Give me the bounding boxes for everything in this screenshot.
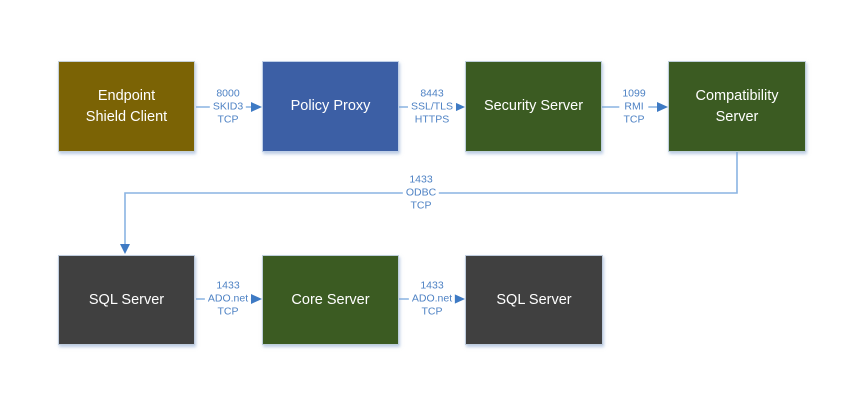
node-security-server: Security Server xyxy=(465,61,602,152)
node-label: SQL Server xyxy=(88,291,165,308)
connection-label-client-proxy: 8000 SKID3 TCP xyxy=(209,87,247,127)
connection-label-security-compat: 1099 RMI TCP xyxy=(619,87,649,127)
node-label: Security Server xyxy=(483,98,584,115)
node-label: SQL Server xyxy=(496,291,572,308)
connection-protocol: ADO.net xyxy=(411,292,453,305)
node-label: Policy Proxy xyxy=(290,98,371,115)
connection-transport: TCP xyxy=(217,305,239,318)
connection-port: 1433 xyxy=(409,173,433,186)
arrowhead-right-icon xyxy=(454,102,465,112)
connection-label-compat-sql1: 1433 ODBC TCP xyxy=(402,173,440,213)
connection-protocol: RMI xyxy=(624,100,644,113)
arrowhead-right-icon xyxy=(454,294,465,304)
connection-transport: HTTPS xyxy=(414,113,450,126)
connection-port: 8000 xyxy=(216,87,240,100)
connection-transport: TCP xyxy=(217,113,239,126)
arrowhead-right-icon xyxy=(251,102,262,112)
node-sql-server-1: SQL Server xyxy=(58,255,195,345)
arrowhead-right-icon xyxy=(657,102,668,112)
node-label: Core Server xyxy=(291,291,370,308)
connection-transport: TCP xyxy=(410,199,432,212)
connection-label-sql1-core: 1433 ADO.net TCP xyxy=(204,279,252,319)
node-sql-server-2: SQL Server xyxy=(465,255,603,345)
connection-port: 1099 xyxy=(622,87,646,100)
connection-protocol: ADO.net xyxy=(207,292,249,305)
node-label: Endpoint Shield Client xyxy=(85,88,168,125)
node-core-server: Core Server xyxy=(262,255,399,345)
connection-port: 1433 xyxy=(420,279,444,292)
node-compatibility-server: Compatibility Server xyxy=(668,61,806,152)
arrowhead-down-icon xyxy=(120,244,130,254)
node-label: Compatibility Server xyxy=(695,88,779,125)
connection-port: 1433 xyxy=(216,279,240,292)
connection-protocol: SSL/TLS xyxy=(410,100,454,113)
connection-protocol: ODBC xyxy=(405,186,437,199)
node-policy-proxy: Policy Proxy xyxy=(262,61,399,152)
node-endpoint-shield-client: Endpoint Shield Client xyxy=(58,61,195,152)
connection-transport: TCP xyxy=(421,305,443,318)
connection-label-core-sql2: 1433 ADO.net TCP xyxy=(408,279,456,319)
connection-transport: TCP xyxy=(623,113,645,126)
connection-protocol: SKID3 xyxy=(212,100,244,113)
connection-label-proxy-security: 8443 SSL/TLS HTTPS xyxy=(407,87,457,127)
arrowhead-right-icon xyxy=(251,294,262,304)
connection-port: 8443 xyxy=(420,87,444,100)
